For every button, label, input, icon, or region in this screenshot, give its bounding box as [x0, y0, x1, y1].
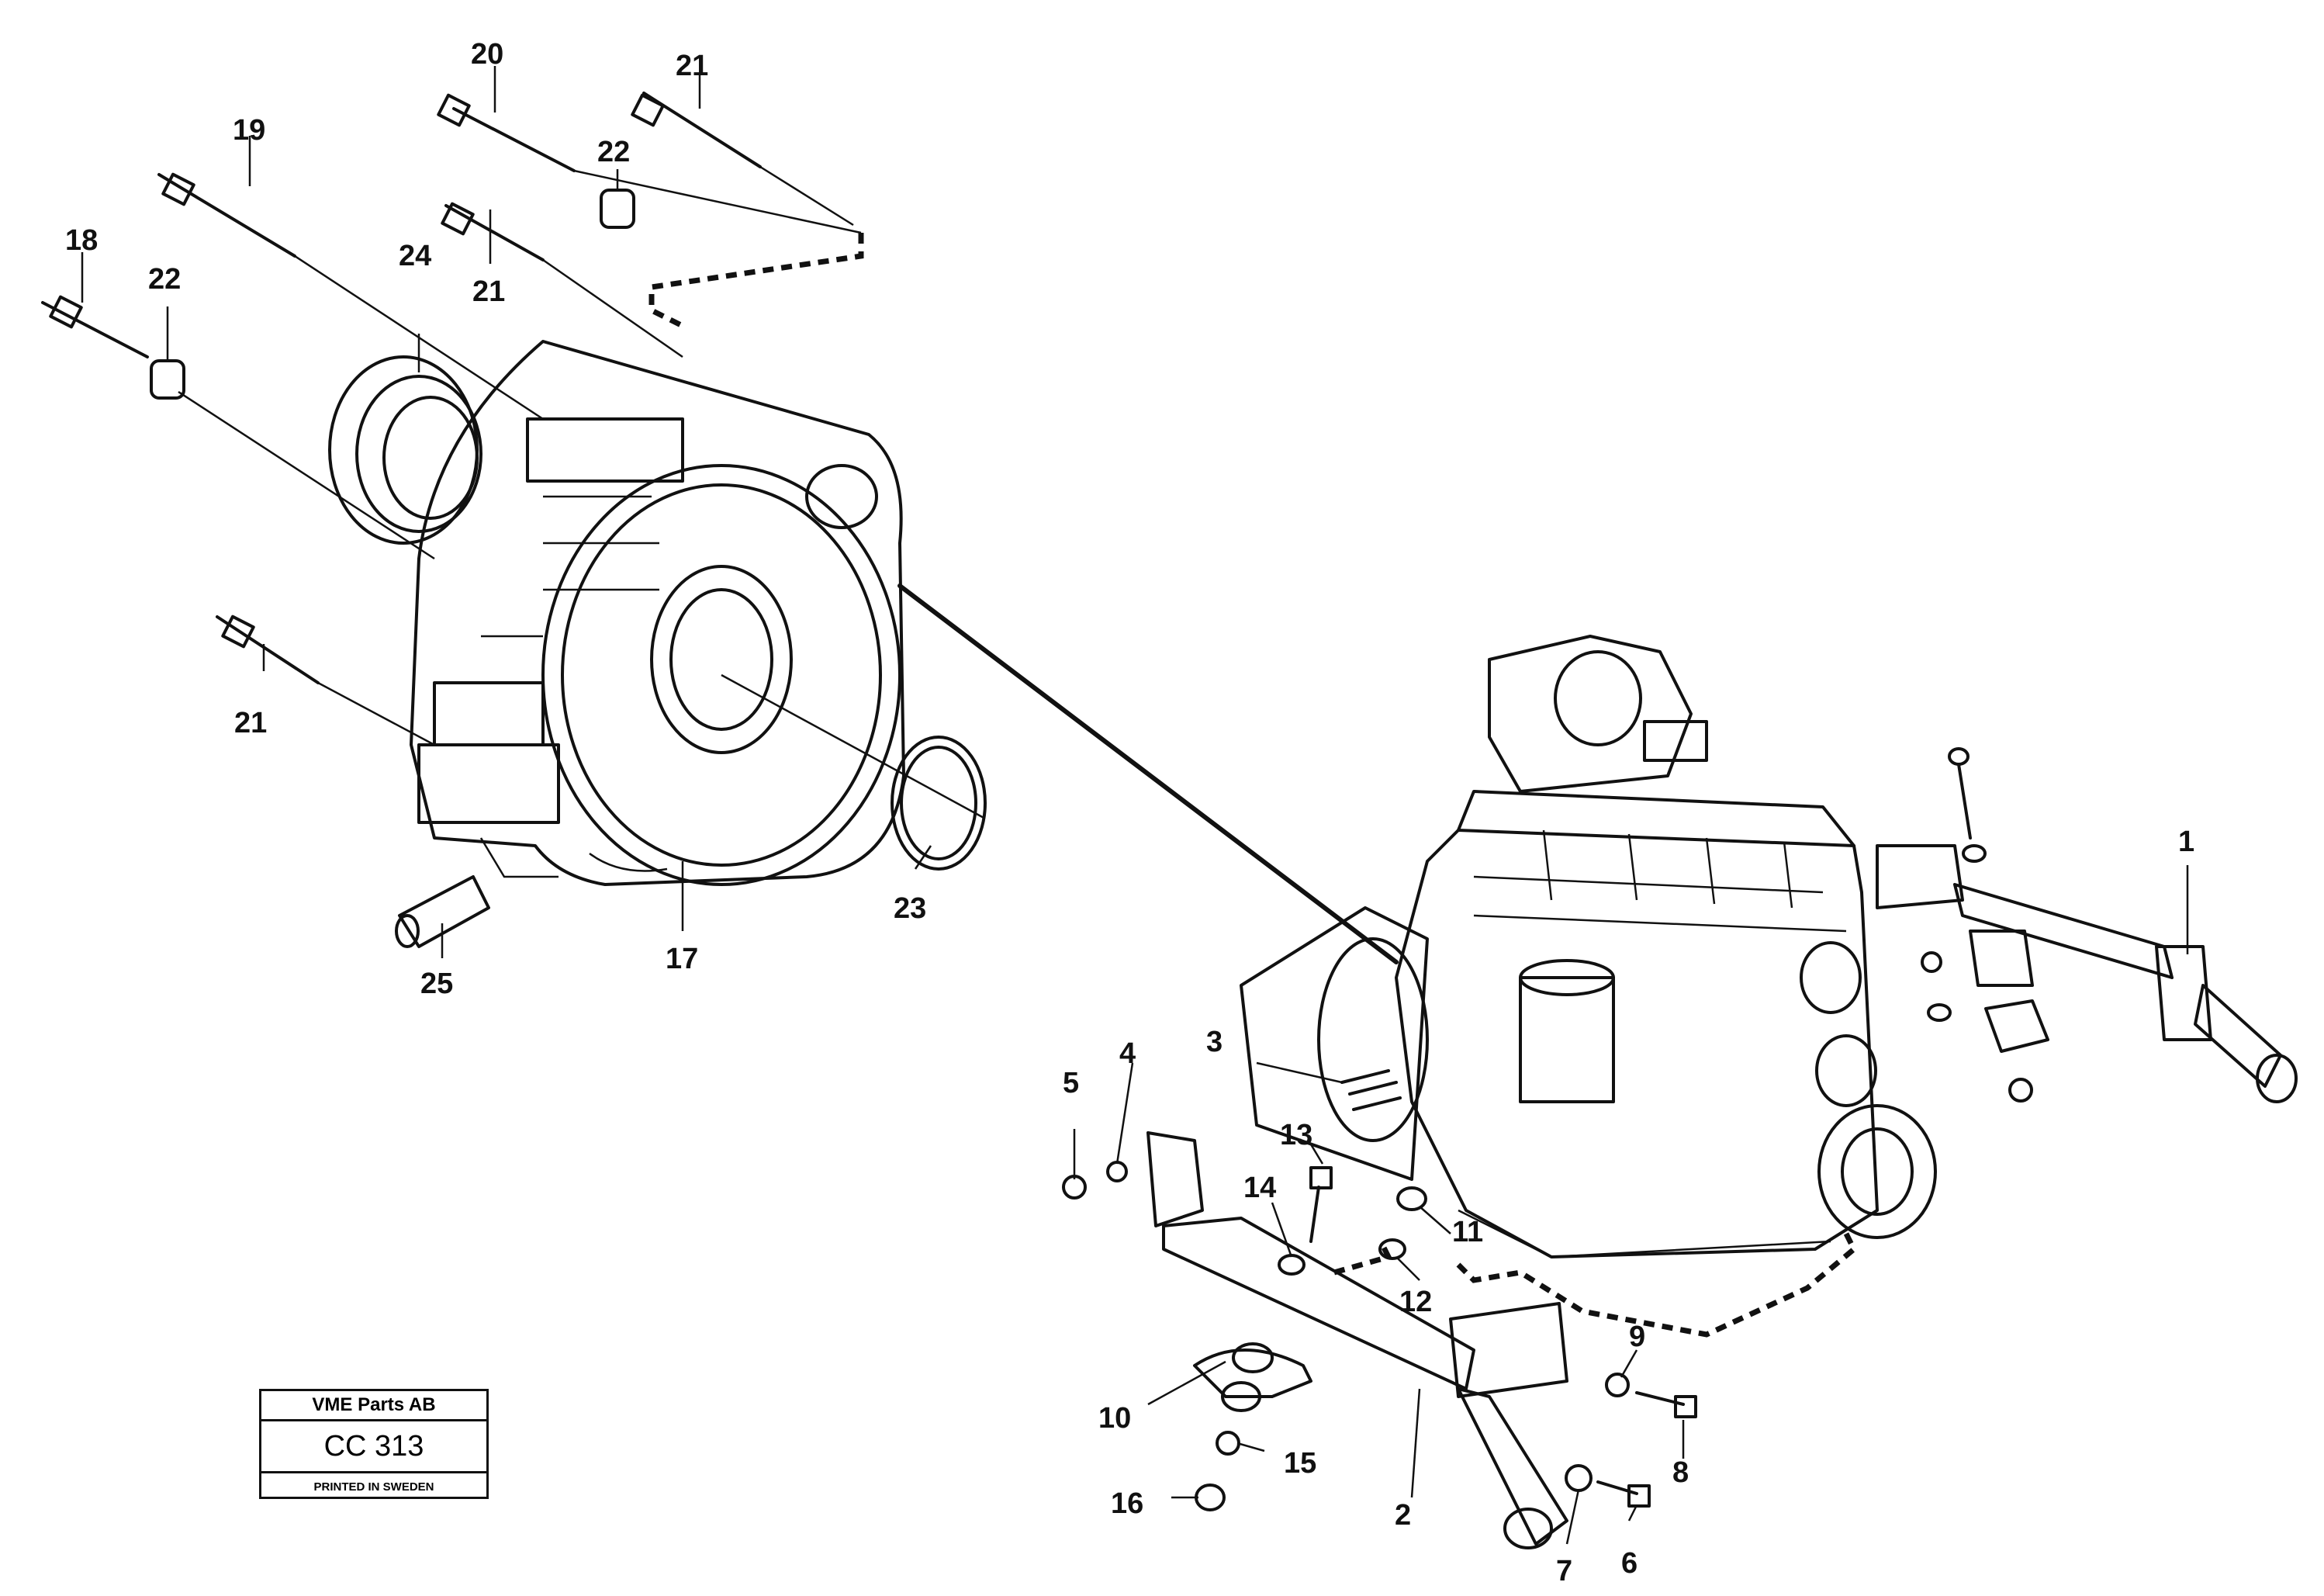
- callout-9: 9: [1629, 1321, 1645, 1353]
- callout-15: 15: [1284, 1447, 1316, 1480]
- callout-18: 18: [65, 224, 98, 257]
- callout-1: 1: [2178, 826, 2194, 858]
- callout-leaders: [81, 66, 2189, 1545]
- dashed-link-right: [1456, 1232, 1858, 1338]
- callout-11: 11: [1452, 1216, 1483, 1248]
- title-block: VME Parts AB CC 313 PRINTED IN SWEDEN: [259, 1389, 489, 1499]
- fasteners: [1062, 1069, 1697, 1511]
- callout-25: 25: [420, 968, 453, 1000]
- callout-17: 17: [666, 943, 698, 975]
- engine-block: [1240, 635, 1937, 1258]
- callout-20: 20: [471, 38, 503, 71]
- callout-2: 2: [1395, 1499, 1411, 1532]
- callout-22b: 22: [148, 263, 181, 296]
- o-ring: [891, 736, 987, 871]
- callout-22a: 22: [597, 136, 630, 168]
- callout-23: 23: [894, 892, 926, 925]
- callout-labels: 1 2 3 4 5 6 7 8 9 10 11 12 13 14 15 16 1…: [65, 38, 2194, 1587]
- callout-7: 7: [1556, 1555, 1572, 1587]
- callout-6: 6: [1621, 1547, 1638, 1580]
- callout-3: 3: [1206, 1026, 1223, 1058]
- callout-16: 16: [1111, 1487, 1143, 1520]
- seal-ring: [328, 355, 482, 545]
- callout-12: 12: [1399, 1286, 1432, 1318]
- title-block-printed: PRINTED IN SWEDEN: [313, 1480, 434, 1494]
- left-engine-mount: [1146, 1131, 1568, 1549]
- callout-21a: 21: [676, 50, 708, 82]
- spacer-upper: [600, 189, 635, 229]
- callout-14: 14: [1243, 1172, 1276, 1204]
- callout-4: 4: [1119, 1037, 1136, 1070]
- flywheel-housing: [410, 340, 905, 886]
- callout-21c: 21: [234, 707, 267, 739]
- callout-21b: 21: [472, 275, 505, 308]
- callout-5: 5: [1063, 1067, 1079, 1099]
- callout-19: 19: [233, 114, 265, 147]
- assembly-lines: [178, 165, 1399, 964]
- title-block-code: CC 313: [261, 1421, 486, 1473]
- callout-13: 13: [1280, 1119, 1312, 1151]
- right-engine-mount: [1876, 747, 2298, 1103]
- callout-8: 8: [1672, 1456, 1689, 1489]
- callout-10: 10: [1098, 1402, 1131, 1435]
- title-block-company: VME Parts AB: [261, 1391, 486, 1421]
- sleeve: [395, 875, 490, 948]
- callout-24: 24: [399, 240, 431, 272]
- bolts: [41, 92, 762, 684]
